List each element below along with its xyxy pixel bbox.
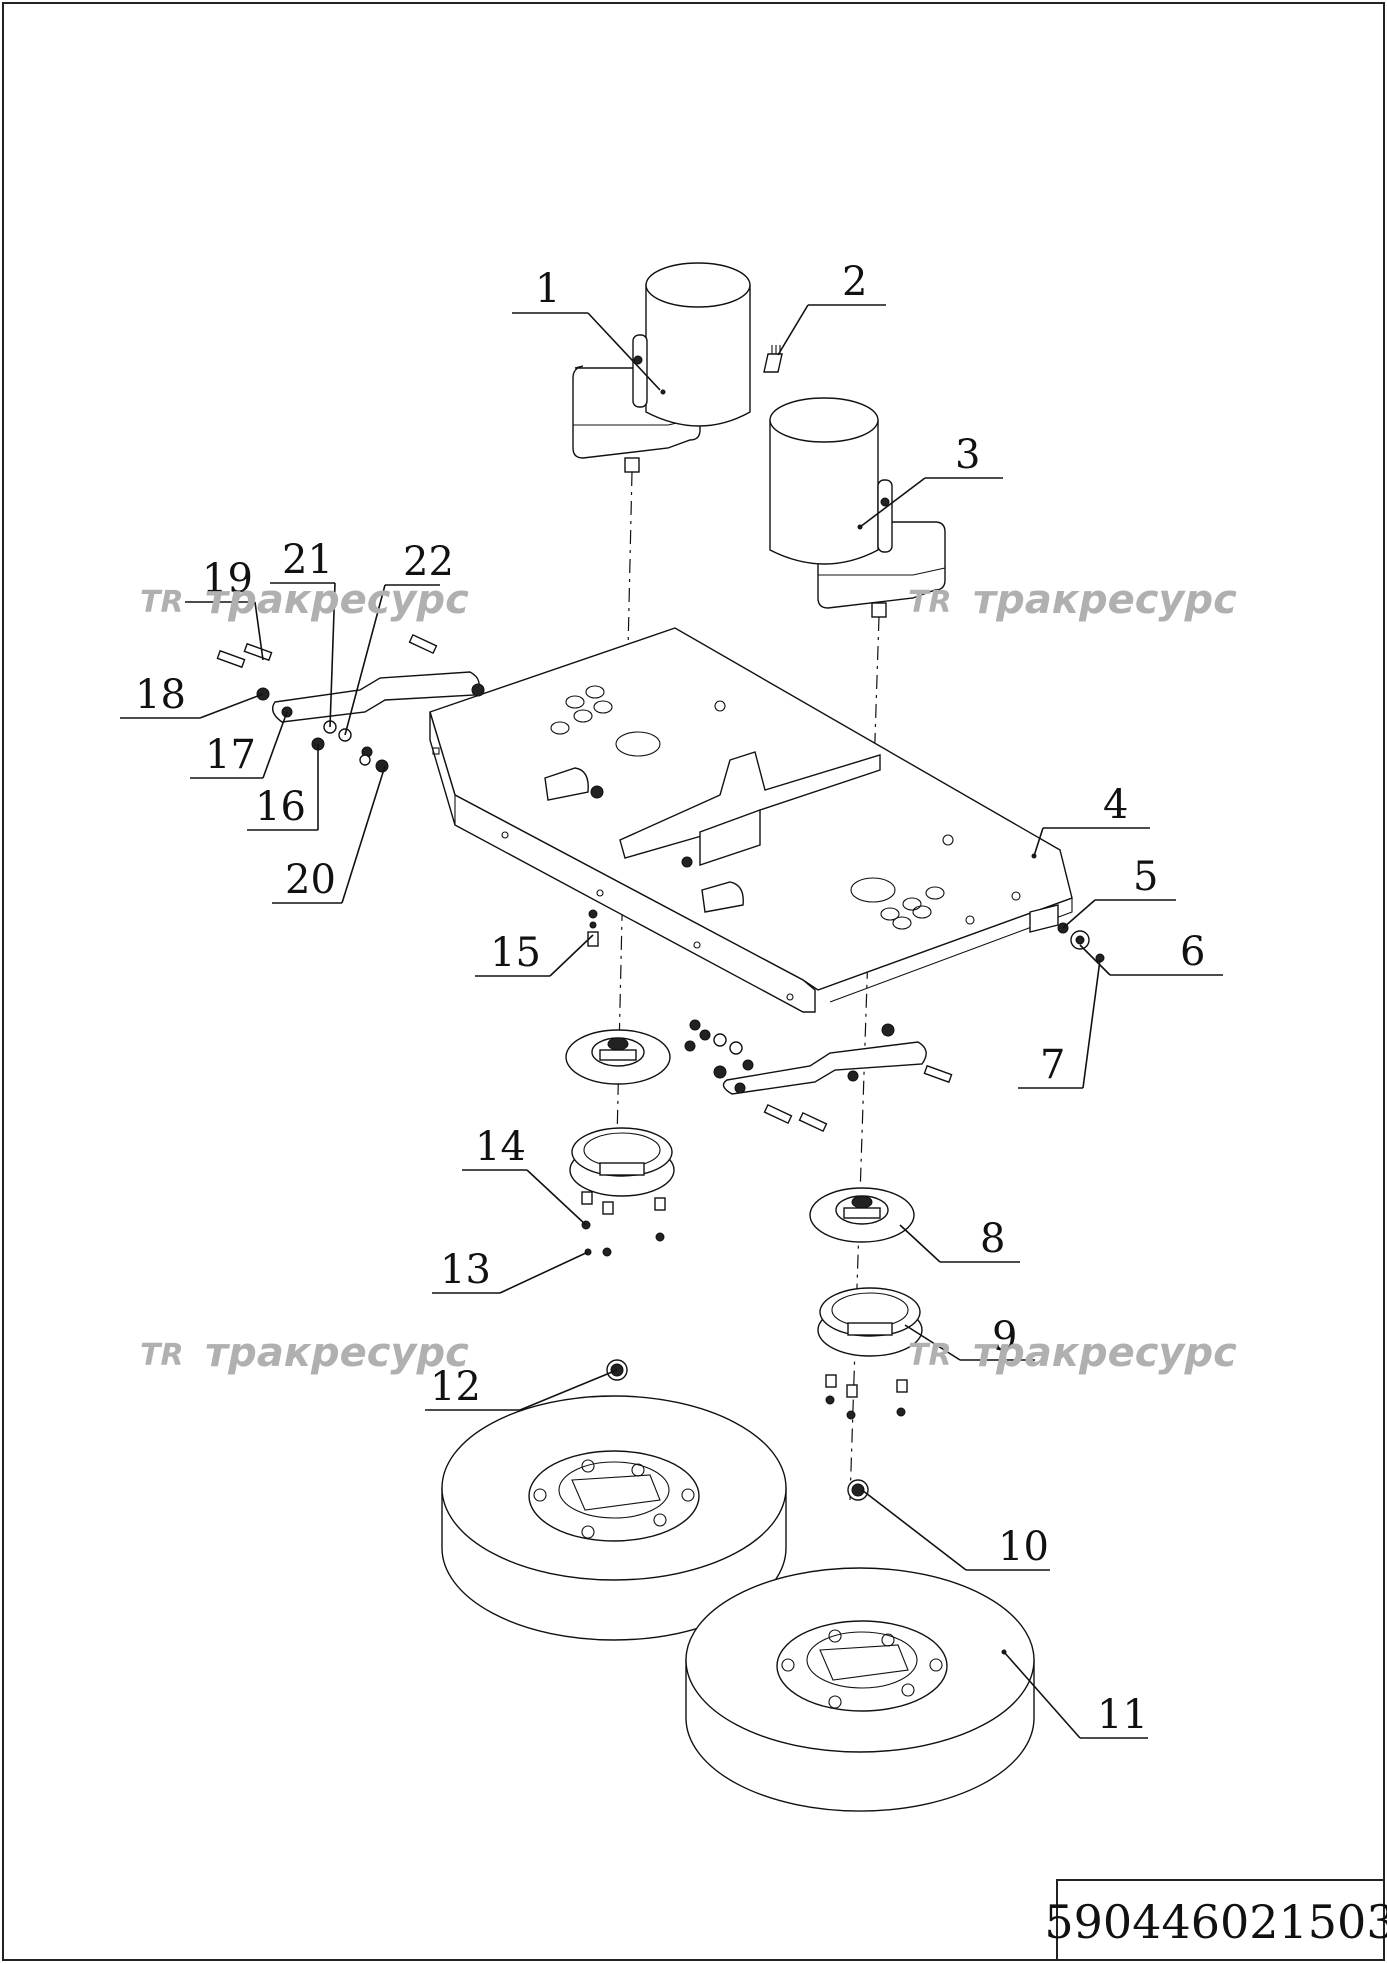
flange-14 [569, 1127, 675, 1257]
part-label-1: 1 [535, 266, 560, 312]
linkage-right [681, 856, 953, 1133]
part-label-13: 13 [440, 1247, 491, 1293]
drawing-number: 590446021503 [1044, 1895, 1387, 1949]
deck-plate-4 [429, 627, 1073, 1013]
watermark-logo: TR [140, 1338, 184, 1373]
watermark-top-left: TR тракресурс [140, 577, 469, 623]
bearing-plate-left [565, 1029, 671, 1085]
part-label-15: 15 [490, 930, 541, 976]
watermark-top-right: TR тракресурс [908, 577, 1237, 623]
brush-disc-11 [685, 1567, 1035, 1812]
nut-10 [847, 1479, 869, 1501]
watermark-logo: TR [908, 1338, 952, 1373]
part-label-6: 6 [1180, 929, 1205, 975]
part-2-clip [763, 345, 783, 373]
part-label-12: 12 [430, 1364, 481, 1410]
part-label-21: 21 [282, 537, 333, 583]
watermark-text: тракресурс [205, 1330, 469, 1376]
fasteners-misc [587, 909, 1105, 963]
leader-lines [120, 304, 1223, 1739]
motor-3 [769, 397, 946, 618]
part-label-18: 18 [135, 672, 186, 718]
watermark-bottom-left: TR тракресурс [140, 1330, 469, 1376]
bearing-plate-8 [809, 1187, 915, 1243]
linkage-left [216, 633, 604, 799]
watermark-text: тракресурс [973, 577, 1237, 623]
watermark-text: тракресурс [973, 1330, 1237, 1376]
part-label-5: 5 [1133, 854, 1158, 900]
part-label-14: 14 [475, 1124, 526, 1170]
part-label-10: 10 [998, 1524, 1049, 1570]
part-label-19: 19 [202, 556, 253, 602]
part-label-4: 4 [1103, 782, 1128, 828]
part-label-3: 3 [955, 432, 980, 478]
part-label-11: 11 [1097, 1692, 1148, 1738]
side-holes [432, 747, 440, 755]
motor-1 [572, 262, 751, 473]
watermark-logo: TR [140, 585, 184, 620]
part-labels: 1 2 3 4 5 6 7 8 9 10 11 12 13 14 15 16 1… [135, 259, 1205, 1738]
watermark-bottom-right: TR тракресурс [908, 1330, 1237, 1376]
part-label-7: 7 [1040, 1042, 1065, 1088]
drawing-number-box: 590446021503 [1044, 1879, 1387, 1961]
part-label-16: 16 [255, 784, 306, 830]
brush-disc-left [441, 1395, 787, 1641]
part-label-17: 17 [205, 732, 256, 778]
part-label-9: 9 [992, 1314, 1017, 1360]
watermark-text: тракресурс [205, 577, 469, 623]
flange-9 [817, 1287, 923, 1420]
part-label-22: 22 [403, 539, 454, 585]
deck-slots-left [550, 685, 661, 757]
deck-slots-right [850, 877, 945, 930]
watermark-logo: TR [908, 585, 952, 620]
part-label-8: 8 [980, 1216, 1005, 1262]
part-label-2: 2 [842, 259, 867, 305]
part-label-20: 20 [285, 857, 336, 903]
